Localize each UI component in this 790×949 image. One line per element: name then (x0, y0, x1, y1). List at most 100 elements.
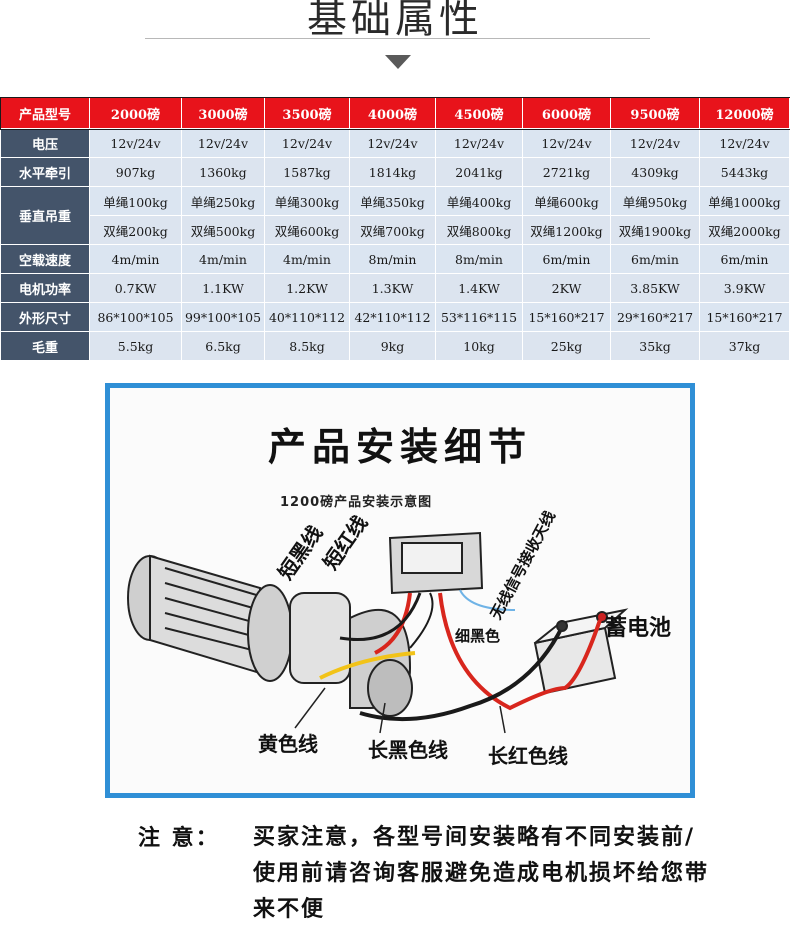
yellow-wire (319, 651, 416, 680)
table-cell: 25kg (522, 331, 611, 361)
table-cell: 53*116*115 (435, 302, 523, 332)
table-cell: 单绳600kg (522, 186, 611, 216)
winch-wiring-illustration (127, 531, 629, 734)
table-cell: 1.4KW (435, 273, 523, 303)
short-black-wire (339, 592, 422, 641)
table-cell: 10kg (435, 331, 523, 361)
label-battery: 蓄电池 (605, 616, 672, 641)
table-cell: 8m/min (435, 244, 523, 274)
table-cell: 4m/min (264, 244, 350, 274)
table-cell: 1814kg (349, 157, 436, 187)
table-cell: 12v/24v (89, 128, 182, 158)
table-cell: 8.5kg (264, 331, 350, 361)
table-cell: 双绳700kg (349, 215, 436, 245)
row-label: 电机功率 (0, 273, 90, 303)
leader-line (294, 687, 326, 729)
row-label: 外形尺寸 (0, 302, 90, 332)
control-box-icon (388, 531, 484, 595)
long-red-wire (438, 592, 602, 711)
table-cell: 12v/24v (522, 128, 611, 158)
table-cell: 5.5kg (89, 331, 182, 361)
table-cell: 99*100*105 (181, 302, 265, 332)
table-cell: 双绳600kg (264, 215, 350, 245)
table-cell: 42*110*112 (349, 302, 436, 332)
diagram-subtitle: 1200磅产品安装示意图 (280, 495, 433, 510)
table-cell: 8m/min (349, 244, 436, 274)
table-cell: 单绳950kg (610, 186, 700, 216)
table-cell: 1.3KW (349, 273, 436, 303)
table-cell: 1.2KW (264, 273, 350, 303)
down-arrow-icon (385, 55, 411, 69)
table-cell: 单绳1000kg (699, 186, 790, 216)
table-cell: 1.1KW (181, 273, 265, 303)
table-cell: 双绳800kg (435, 215, 523, 245)
table-cell: 双绳200kg (89, 215, 182, 245)
winch-icon (127, 554, 413, 717)
table-cell: 6.5kg (181, 331, 265, 361)
antenna-wire (459, 589, 516, 611)
table-cell: 4m/min (181, 244, 265, 274)
table-cell: 37kg (699, 331, 790, 361)
table-cell: 单绳350kg (349, 186, 436, 216)
table-cell: 15*160*217 (522, 302, 611, 332)
table-cell: 单绳100kg (89, 186, 182, 216)
table-cell: 12v/24v (264, 128, 350, 158)
header-cell: 9500磅 (610, 97, 700, 129)
table-cell: 双绳1200kg (522, 215, 611, 245)
header-cell: 产品型号 (0, 97, 90, 129)
table-cell: 29*160*217 (610, 302, 700, 332)
row-label: 电压 (0, 128, 90, 158)
table-cell: 12v/24v (610, 128, 700, 158)
header-cell: 3000磅 (181, 97, 265, 129)
header-cell: 2000磅 (89, 97, 182, 129)
table-row: 毛重 5.5kg 6.5kg 8.5kg 9kg 10kg 25kg 35kg … (0, 331, 790, 361)
table-row: 空载速度 4m/min 4m/min 4m/min 8m/min 8m/min … (0, 244, 790, 274)
table-cell: 6m/min (610, 244, 700, 274)
table-cell: 4309kg (610, 157, 700, 187)
note-text: 买家注意，各型号间安装略有不同安装前/使用前请咨询客服避免造成电机损坏给您带来不… (253, 825, 710, 922)
section-heading: 基础属性 (307, 0, 483, 42)
long-black-wire (359, 630, 562, 722)
table-cell: 12v/24v (699, 128, 790, 158)
header-cell: 12000磅 (699, 97, 790, 129)
table-cell: 35kg (610, 331, 700, 361)
label-thin-black: 细黑色 (455, 627, 501, 645)
row-label: 垂直吊重 (0, 186, 90, 245)
table-cell: 12v/24v (435, 128, 523, 158)
table-cell: 双绳2000kg (699, 215, 790, 245)
short-red-wire (374, 592, 412, 655)
installation-diagram: 产品安装细节 1200磅产品安装示意图 短黑线 短红线 无线信号接收天线 细黑色… (105, 383, 695, 798)
table-cell: 0.7KW (89, 273, 182, 303)
row-label: 毛重 (0, 331, 90, 361)
table-row: 双绳200kg 双绳500kg 双绳600kg 双绳700kg 双绳800kg … (1, 215, 790, 245)
table-row: 电压 12v/24v 12v/24v 12v/24v 12v/24v 12v/2… (0, 128, 790, 158)
header-cell: 3500磅 (264, 97, 350, 129)
table-header-row: 产品型号 2000磅 3000磅 3500磅 4000磅 4500磅 6000磅… (0, 96, 790, 130)
table-cell: 12v/24v (181, 128, 265, 158)
table-cell: 单绳300kg (264, 186, 350, 216)
table-cell: 3.9KW (699, 273, 790, 303)
header-cell: 4500磅 (435, 97, 523, 129)
table-row: 电机功率 0.7KW 1.1KW 1.2KW 1.3KW 1.4KW 2KW 3… (0, 273, 790, 303)
table-cell: 单绳250kg (181, 186, 265, 216)
row-label: 空载速度 (0, 244, 90, 274)
table-cell: 15*160*217 (699, 302, 790, 332)
table-cell: 907kg (89, 157, 182, 187)
table-cell: 双绳1900kg (610, 215, 700, 245)
table-cell: 3.85KW (610, 273, 700, 303)
table-cell: 双绳500kg (181, 215, 265, 245)
table-cell: 2041kg (435, 157, 523, 187)
table-cell: 40*110*112 (264, 302, 350, 332)
table-cell: 6m/min (522, 244, 611, 274)
table-cell: 86*100*105 (89, 302, 182, 332)
table-cell: 1587kg (264, 157, 350, 187)
table-cell: 2721kg (522, 157, 611, 187)
leader-line (499, 705, 506, 734)
label-long-red-wire: 长红色线 (488, 744, 568, 768)
table-row: 垂直吊重 单绳100kg 单绳250kg 单绳300kg 单绳350kg 单绳4… (0, 186, 790, 245)
table-row: 外形尺寸 86*100*105 99*100*105 40*110*112 42… (0, 302, 790, 332)
table-cell: 2KW (522, 273, 611, 303)
label-yellow-wire: 黄色线 (258, 732, 318, 756)
label-long-black-wire: 长黑色线 (368, 738, 448, 762)
table-cell: 单绳400kg (435, 186, 523, 216)
